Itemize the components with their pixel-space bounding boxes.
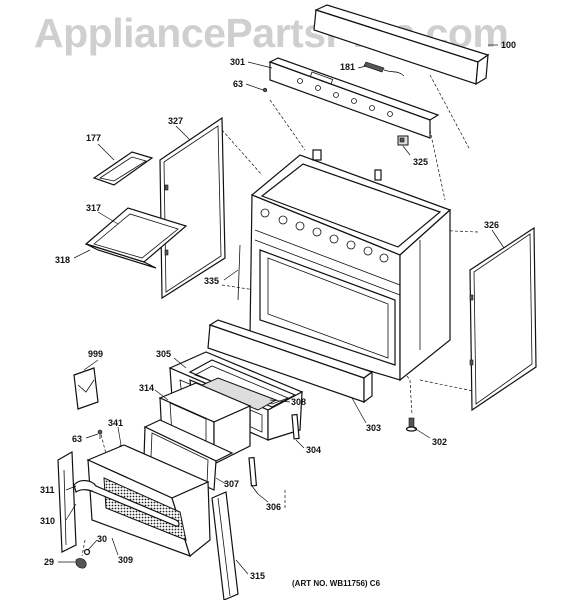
part-handle-310 — [73, 480, 180, 527]
art-number-label: (ART NO. WB11756) C6 — [292, 579, 381, 588]
part-oven-body — [249, 149, 452, 382]
callout-308: 308 — [291, 397, 307, 407]
callout-305: 305 — [156, 349, 172, 359]
callout-29: 29 — [44, 557, 55, 567]
callout-304: 304 — [306, 445, 322, 455]
part-lower-trim-303 — [207, 319, 374, 404]
callout-314: 314 — [139, 383, 155, 393]
part-left-side-panel — [159, 116, 226, 300]
part-hardware-30 — [83, 548, 91, 556]
part-literature-999 — [73, 367, 99, 410]
part-control-panel — [268, 57, 440, 139]
part-hinge-306 — [248, 456, 259, 495]
leader-lines — [58, 44, 505, 575]
callout-301: 301 — [230, 57, 246, 67]
callout-341: 341 — [108, 418, 124, 428]
callout-318: 318 — [55, 255, 71, 265]
callout-302: 302 — [432, 437, 448, 447]
assembly-guide-lines — [81, 74, 479, 557]
part-top-trim — [313, 4, 490, 86]
callout-325: 325 — [413, 157, 429, 167]
part-tray-177 — [92, 151, 154, 186]
callout-177: 177 — [86, 133, 102, 143]
part-side-post-311 — [57, 450, 77, 553]
callout-307: 307 — [224, 479, 240, 489]
callout-63-lower: 63 — [72, 434, 83, 444]
callout-309: 309 — [118, 555, 134, 565]
part-trim-strip-315 — [211, 491, 239, 600]
callout-311: 311 — [40, 485, 55, 495]
part-right-side-panel — [469, 226, 537, 412]
part-shelf — [84, 207, 188, 269]
part-leg-302 — [405, 417, 418, 432]
callout-310: 310 — [40, 516, 56, 526]
part-hinge-304 — [291, 413, 300, 440]
part-hardware-29 — [75, 558, 87, 569]
callout-303: 303 — [366, 423, 382, 433]
callout-999: 999 — [88, 349, 104, 359]
callout-30: 30 — [97, 534, 108, 544]
callout-100: 100 — [501, 40, 517, 50]
callout-327: 327 — [168, 116, 184, 126]
callout-326: 326 — [484, 220, 500, 230]
part-181 — [363, 61, 405, 77]
part-clip-325 — [397, 135, 409, 146]
callout-335: 335 — [204, 276, 220, 286]
callout-181: 181 — [340, 62, 356, 72]
callout-315: 315 — [250, 571, 266, 581]
part-gasket-335 — [237, 244, 241, 301]
callout-63-top: 63 — [233, 79, 244, 89]
callout-306: 306 — [266, 502, 282, 512]
callout-317: 317 — [86, 203, 102, 213]
part-screw-63-top — [262, 87, 268, 93]
part-screw-63-lower — [97, 429, 103, 439]
